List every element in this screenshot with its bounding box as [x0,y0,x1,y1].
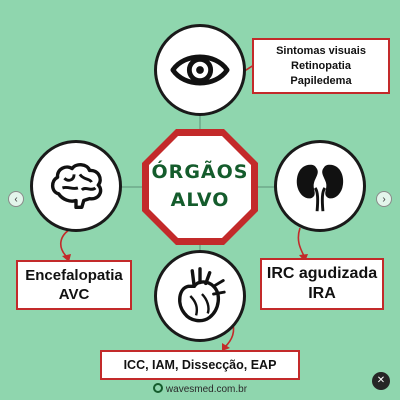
heart-circle [154,250,246,342]
center-title-line-1: ÓRGÃOS [151,161,249,183]
arrow-kidney [297,227,305,257]
brain-icon [50,163,103,210]
eye-box-line-2: Retinopatia [291,59,351,72]
prev-slide-button[interactable]: ‹ [8,191,24,207]
arrow-brain [60,227,73,258]
kidneys-icon [296,164,344,212]
eye-box-line-1: Sintomas visuais [276,44,366,57]
kidney-box-line-1: IRC agudizada [266,265,378,282]
brain-circle [30,140,122,232]
heart-icon [178,267,226,323]
brain-box-line-2: AVC [58,286,90,303]
eye-box-line-3: Papiledema [290,74,352,87]
kidney-box: IRC agudizada IRA [260,258,384,310]
next-slide-button[interactable]: › [376,191,392,207]
center-title-line-2: ALVO [170,189,230,211]
eye-circle [154,24,246,116]
kidney-box-line-2: IRA [308,285,336,302]
brand-logo-icon [152,383,163,393]
mute-button[interactable]: ✕ [372,372,390,390]
eye-icon [170,54,230,86]
kidney-circle [274,140,366,232]
brain-box-line-1: Encefalopatia [25,267,123,284]
heart-box-line-1: ICC, IAM, Dissecção, EAP [123,358,277,372]
stop-sign-octagon [142,129,258,245]
eye-box: Sintomas visuais Retinopatia Papiledema [252,38,390,94]
brain-box: Encefalopatia AVC [16,260,132,310]
center-title: ÓRGÃOS ALVO [141,158,259,214]
heart-box: ICC, IAM, Dissecção, EAP [100,350,300,380]
footer-brand: wavesmed.com.br [0,383,400,395]
brand-url: wavesmed.com.br [165,384,248,395]
